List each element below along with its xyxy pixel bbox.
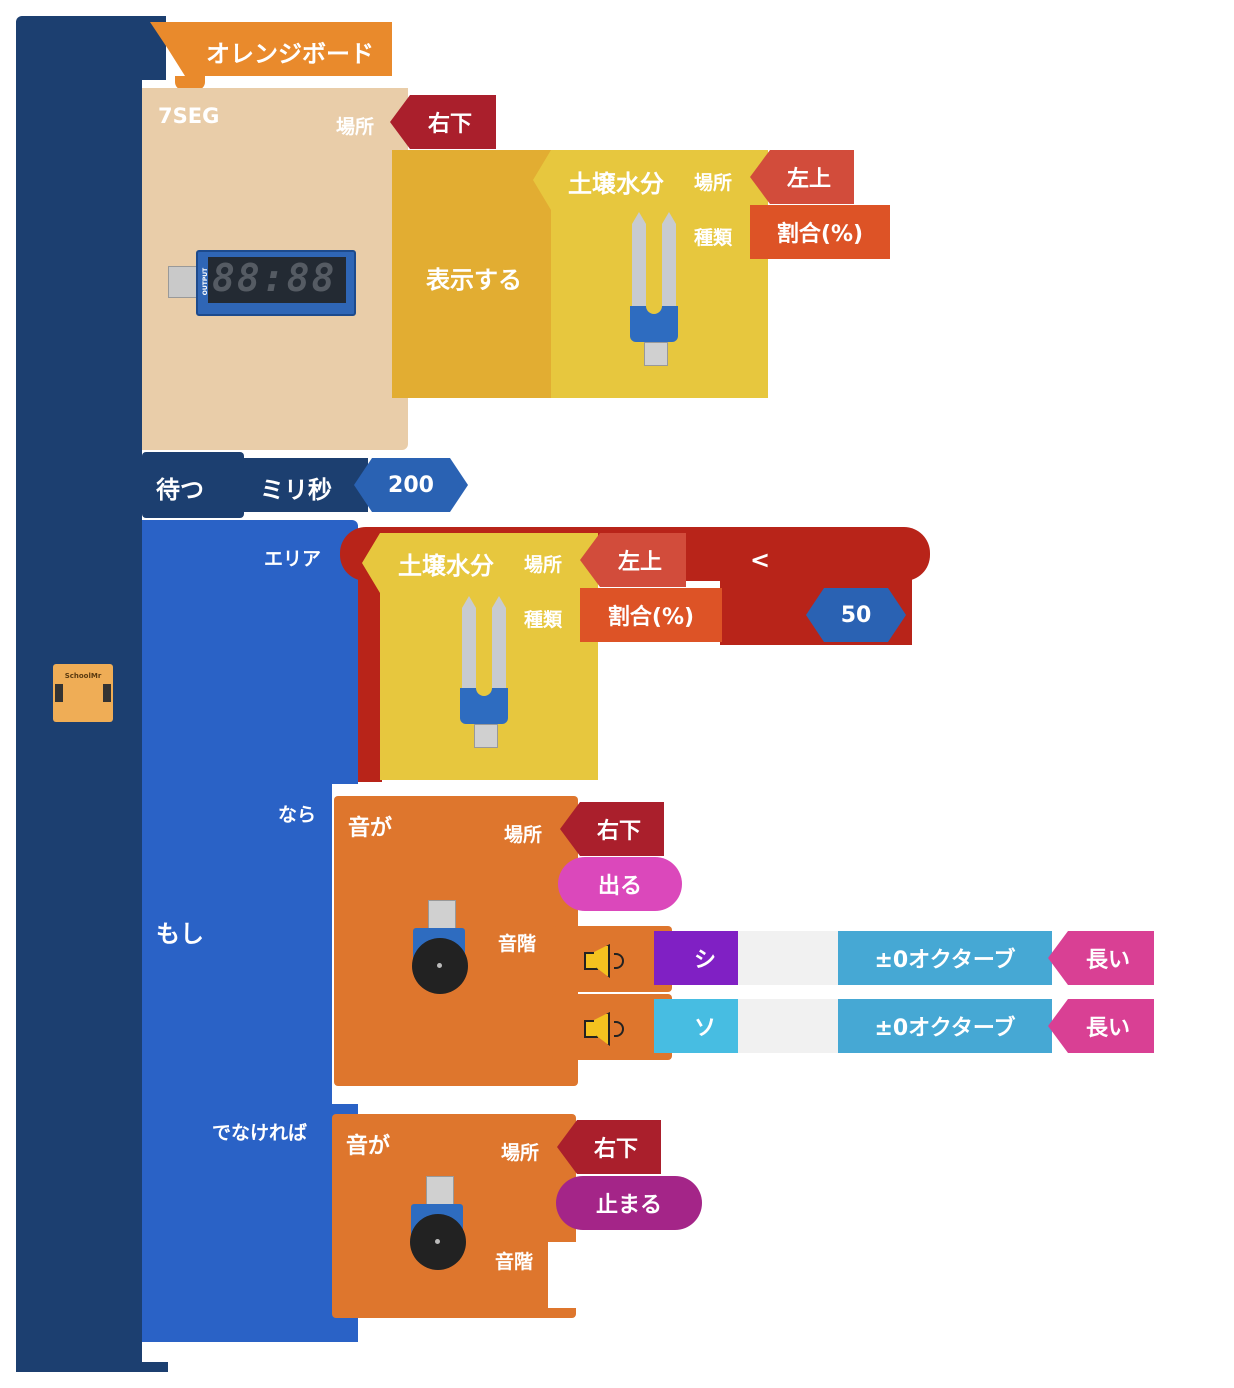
sound-stop-notch xyxy=(548,1242,618,1308)
buzzer-icon xyxy=(408,1176,470,1272)
note-speaker-block[interactable] xyxy=(552,994,672,1060)
else-label: でなければ xyxy=(212,1122,308,1144)
then-label: なら xyxy=(278,804,317,826)
board-notch xyxy=(175,76,205,90)
if-label: もし xyxy=(156,920,204,948)
sound-play-location-label: 場所 xyxy=(504,824,543,846)
seg-digits: 88:88 xyxy=(212,256,337,300)
sound-play-action-dropdown[interactable]: 出る xyxy=(558,857,682,911)
note-row-2[interactable]: ソ ±0オクターブ 長い xyxy=(552,994,1154,1060)
soil-probe-icon xyxy=(458,596,512,748)
seg-title: 7SEG xyxy=(158,104,220,128)
if-else-block[interactable] xyxy=(142,520,358,1342)
soil-location-label-top: 場所 xyxy=(694,172,733,194)
display-statement-block[interactable] xyxy=(392,150,552,398)
soil-location-dropdown-condition[interactable]: 左上 xyxy=(580,533,686,587)
sound-play-title: 音が xyxy=(348,816,393,841)
note-speaker-block[interactable] xyxy=(552,926,672,992)
wait-unit-label: ミリ秒 xyxy=(260,476,332,504)
soil-type-label-condition: 種類 xyxy=(524,609,563,631)
length-dropdown-1[interactable]: 長い xyxy=(1048,931,1154,985)
sound-play-location-dropdown[interactable]: 右下 xyxy=(560,802,664,856)
program-root-bottom xyxy=(16,1362,168,1372)
sound-stop-action-dropdown[interactable]: 止まる xyxy=(556,1176,702,1230)
compare-value-input[interactable]: 50 xyxy=(806,588,906,642)
soil-location-label-condition: 場所 xyxy=(524,554,563,576)
sound-stop-title: 音が xyxy=(346,1134,391,1159)
wait-unit-block[interactable] xyxy=(228,458,368,512)
note-row-1[interactable]: シ ±0オクターブ 長い xyxy=(552,926,1154,992)
orange-board-label: オレンジボード xyxy=(206,40,374,68)
wait-block[interactable] xyxy=(142,452,244,518)
sound-stop-scale-label: 音階 xyxy=(495,1251,534,1273)
note-gap xyxy=(738,931,842,985)
length-dropdown-2[interactable]: 長い xyxy=(1048,999,1154,1053)
board-thumbnail-icon[interactable]: SchoolMr xyxy=(53,664,113,722)
soil-sensor-title-condition: 土壌水分 xyxy=(398,552,494,580)
seg-location-label: 場所 xyxy=(336,116,375,138)
seg-output-label: OUTPUT xyxy=(202,267,210,296)
sound-stop-location-dropdown[interactable]: 右下 xyxy=(557,1120,661,1174)
speaker-icon xyxy=(584,1012,630,1046)
sound-play-scale-label: 音階 xyxy=(498,933,537,955)
area-label: エリア xyxy=(264,548,322,570)
speaker-icon xyxy=(584,944,630,978)
orange-board-block[interactable] xyxy=(150,22,392,76)
soil-probe-icon xyxy=(628,212,682,366)
note-gap xyxy=(738,999,842,1053)
soil-location-dropdown-top[interactable]: 左上 xyxy=(750,150,854,204)
octave-dropdown-1[interactable]: ±0オクターブ xyxy=(838,931,1052,985)
soil-sensor-title-top: 土壌水分 xyxy=(568,170,664,198)
octave-dropdown-2[interactable]: ±0オクターブ xyxy=(838,999,1052,1053)
wait-label: 待つ xyxy=(156,476,204,504)
seg-device-icon: 88:88 OUTPUT xyxy=(168,250,356,316)
buzzer-icon xyxy=(410,900,472,996)
soil-type-label-top: 種類 xyxy=(694,227,733,249)
board-thumbnail-label: SchoolMr xyxy=(64,672,102,680)
soil-type-dropdown-top[interactable]: 割合(%) xyxy=(750,205,890,259)
sound-stop-location-label: 場所 xyxy=(501,1142,540,1164)
compare-block-side xyxy=(358,560,382,782)
display-label: 表示する xyxy=(426,266,522,294)
seg-location-dropdown[interactable]: 右下 xyxy=(390,95,496,149)
compare-operator[interactable]: < xyxy=(750,546,771,574)
soil-type-dropdown-condition[interactable]: 割合(%) xyxy=(580,588,722,642)
wait-value-input[interactable]: 200 xyxy=(354,458,468,512)
